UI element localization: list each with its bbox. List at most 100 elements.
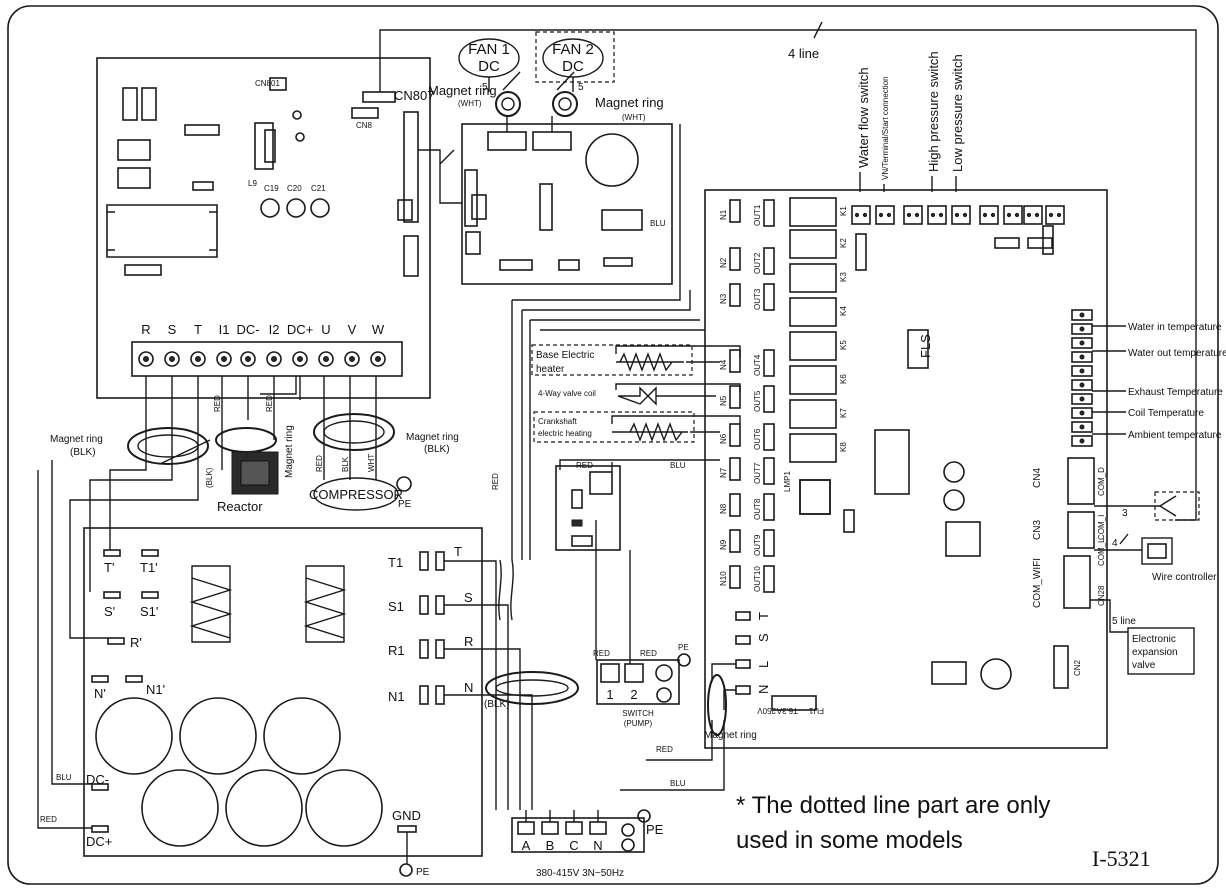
switch-connectors [851, 205, 1065, 225]
relay-label: K1 [839, 206, 848, 216]
n-label: N1 [719, 209, 728, 220]
filter-n-prime: N' [94, 686, 106, 701]
out-label: OUT4 [753, 354, 762, 376]
n-terminal [729, 529, 741, 553]
connector-pin [854, 212, 860, 218]
connector-pin [886, 212, 892, 218]
water-flow-switch-label: Water flow switch [856, 67, 871, 168]
connector-pin [1026, 212, 1032, 218]
reactor-red-wire-2: RED [265, 395, 274, 412]
n-label: N4 [719, 359, 728, 370]
crankshaft-label-1: Crankshaft [538, 417, 577, 426]
wire-controller: Wire controller 3 4 [1094, 491, 1217, 583]
filter-blu-wire: BLU [56, 773, 72, 782]
relay-label: K5 [839, 340, 848, 350]
out-terminal [763, 565, 775, 593]
connector-pin [1006, 212, 1012, 218]
switch-pe-label: PE [678, 643, 689, 652]
high-pressure-switch-label: High pressure switch [926, 51, 941, 172]
inverter-terminal-screw [344, 351, 360, 367]
connector-pin [962, 212, 968, 218]
temperature-connector [1071, 421, 1093, 433]
reactor-magnet-ring-label: Magnet ring [284, 425, 295, 478]
compressor-label: COMPRESSOR [309, 487, 403, 502]
switch-pump-label-2: (PUMP) [624, 719, 653, 728]
power-term-n: N [593, 838, 602, 853]
inverter-terminal-screw-center [245, 356, 251, 362]
left-magnet-ring-color: (BLK) [70, 447, 96, 458]
main-red-wire: RED [491, 473, 500, 490]
capacitor-4 [141, 769, 219, 847]
inverter-terminal-screw-center [143, 356, 149, 362]
four-line-bus [379, 29, 1197, 521]
compressor-magnet-ring-label: Magnet ring [406, 432, 459, 443]
n-terminal [729, 457, 741, 481]
relay [789, 365, 837, 395]
fan-2-dc: DC [562, 58, 584, 75]
ln-magnet-ring [707, 674, 727, 736]
capacitor-3 [263, 697, 341, 775]
note-line-2: used in some models [736, 827, 963, 854]
out-label: OUT8 [753, 498, 762, 520]
relay [789, 297, 837, 327]
n-label: N2 [719, 257, 728, 268]
inverter-terminal-screw [138, 351, 154, 367]
ln-red-label: RED [656, 745, 673, 754]
inverter-terminal-label: DC+ [287, 322, 313, 337]
lmp1-label: LMP1 [783, 471, 792, 492]
pcb-label-c21: C21 [311, 184, 326, 193]
outer-frame [7, 5, 1219, 885]
crankshaft-heater-optional-box [533, 411, 695, 443]
pcb-label-cn801: CN801 [255, 79, 280, 88]
out-terminal [763, 385, 775, 413]
out-label: OUT10 [753, 566, 762, 592]
compressor-pe-label: PE [398, 499, 412, 510]
relay-label: K7 [839, 408, 848, 418]
inverter-terminal-label: I2 [269, 322, 280, 337]
connector-pin [1048, 212, 1054, 218]
filter-s-prime: S' [104, 604, 115, 619]
fan-1-magnet-ring [495, 91, 521, 117]
fan-1-magnet-ring-color: (WHT) [458, 99, 482, 108]
filter-board: T' T1' S' S1' R' N' N1' DC- DC+ BLU RED … [40, 527, 483, 857]
inverter-terminal-screw [318, 351, 334, 367]
inverter-terminal-screw-center [195, 356, 201, 362]
pcb-label-l9: L9 [248, 179, 257, 188]
switch-connector [1045, 205, 1065, 225]
n-terminal [729, 283, 741, 307]
electronic-expansion-valve: Electronic expansion valve 5 line [1090, 599, 1195, 675]
switch-connector [851, 205, 871, 225]
out-label: OUT3 [753, 288, 762, 310]
fan-2-optional-box [535, 31, 615, 83]
diagram-code: I-5321 [1092, 846, 1151, 871]
inverter-terminal-screw-center [297, 356, 303, 362]
inverter-terminal-screw [190, 351, 206, 367]
temperature-connector [1071, 323, 1093, 335]
relay-label: K4 [839, 306, 848, 316]
gnd-pe-label: PE [416, 867, 430, 878]
com-wifi-label: COM_WIFI [1032, 558, 1043, 608]
inverter-terminal-screw [370, 351, 386, 367]
five-line-label: 5 line [1112, 616, 1136, 627]
connector-pin [1079, 410, 1085, 416]
com-l-label: COM_L [1097, 538, 1106, 566]
power-term-c: C [569, 838, 578, 853]
filter-s1: S1 [388, 599, 404, 614]
fan-1-dc: DC [478, 58, 500, 75]
fan-1-magnet-ring-label: Magnet ring [428, 83, 497, 98]
com-d-label: COM_D [1097, 467, 1106, 496]
n-terminal [729, 565, 741, 589]
inverter-terminal-screw-center [169, 356, 175, 362]
main-board-outline [704, 189, 1108, 749]
n-label: N5 [719, 395, 728, 406]
inverter-terminal-screw-center [375, 356, 381, 362]
filter-inductor-2 [303, 565, 347, 643]
temperature-connector [1071, 393, 1093, 405]
temperature-connector [1071, 407, 1093, 419]
pump-red-label: RED [576, 461, 593, 470]
relay-label: K6 [839, 374, 848, 384]
left-magnet-ring [127, 427, 209, 465]
connector-pin [938, 212, 944, 218]
